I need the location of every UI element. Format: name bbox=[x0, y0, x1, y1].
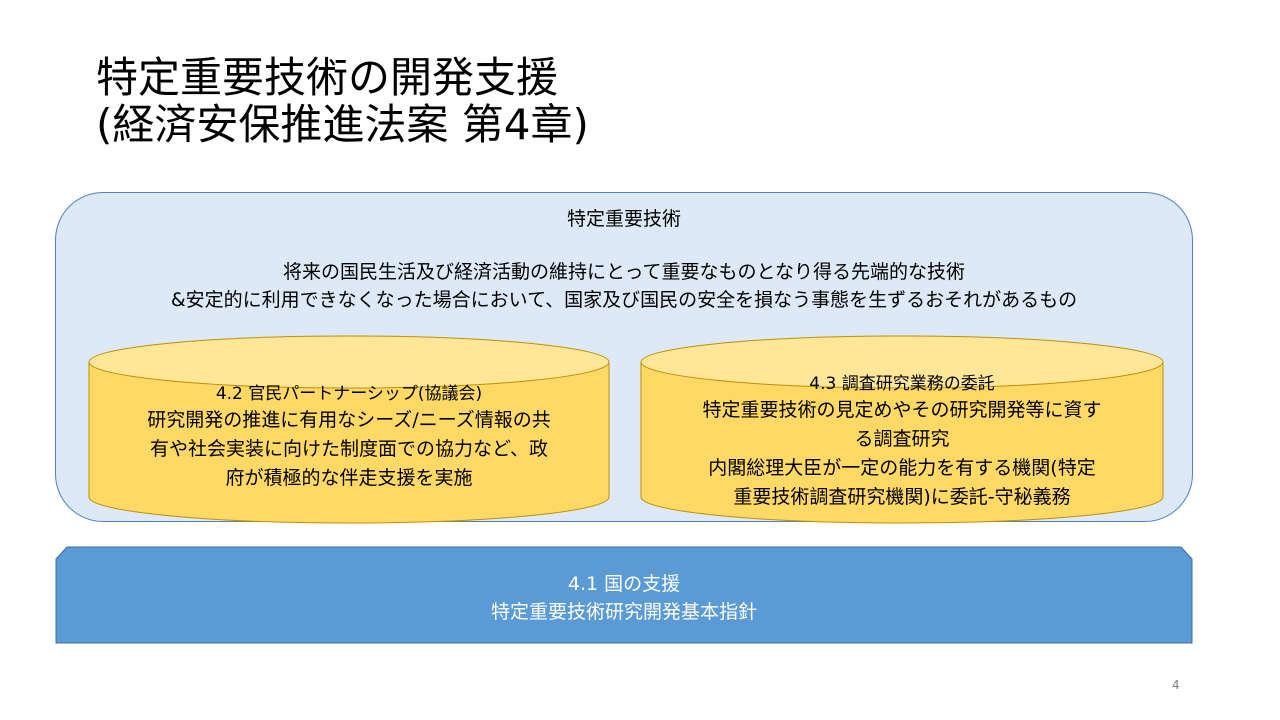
left-cylinder-heading: 4.2 官民パートナーシップ(協議会) bbox=[215, 384, 483, 404]
title-line-2: (経済安保推進法案 第4章) bbox=[96, 100, 589, 150]
right-cylinder-line-1: 特定重要技術の見定めやその研究開発等に資す bbox=[702, 399, 1102, 421]
left-cylinder-line-2: 有や社会実装に向けた制度面での協力など、政 bbox=[149, 438, 549, 460]
outer-box-label: 特定重要技術 bbox=[566, 208, 681, 230]
right-cylinder-line-3: 内閣総理大臣が一定の能力を有する機関(特定 bbox=[708, 457, 1096, 479]
right-cylinder-line-4: 重要技術調査研究機関)に委託-守秘義務 bbox=[733, 486, 1071, 508]
left-cylinder-shape bbox=[88, 335, 610, 524]
base-block-text: 4.1 国の支援 特定重要技術研究開発基本指針 bbox=[55, 570, 1193, 626]
right-cylinder-line-2: る調査研究 bbox=[854, 428, 950, 450]
base-block-subtitle: 特定重要技術研究開発基本指針 bbox=[490, 601, 757, 623]
right-cylinder-text: 4.3 調査研究業務の委託 特定重要技術の見定めやその研究開発等に資す る調査研… bbox=[640, 372, 1164, 512]
page-number: 4 bbox=[1172, 678, 1180, 692]
definition-line-1: 将来の国民生活及び経済活動の維持にとって重要なものとなり得る先端的な技術 bbox=[283, 261, 965, 283]
title-line-1: 特定重要技術の開発支援 bbox=[96, 53, 559, 102]
right-cylinder-heading: 4.3 調査研究業務の委託 bbox=[809, 374, 995, 394]
definition-text: 将来の国民生活及び経済活動の維持にとって重要なものとなり得る先端的な技術 &安定… bbox=[55, 258, 1193, 314]
slide-title: 特定重要技術の開発支援 (経済安保推進法案 第4章) bbox=[96, 54, 896, 149]
right-cylinder-shape bbox=[640, 335, 1164, 524]
left-cylinder-line-1: 研究開発の推進に有用なシーズ/ニーズ情報の共 bbox=[147, 409, 551, 431]
base-block-heading: 4.1 国の支援 bbox=[567, 573, 681, 595]
definition-line-2: &安定的に利用できなくなった場合において、国家及び国民の安全を損なう事態を生ずる… bbox=[170, 289, 1078, 311]
left-cylinder-text: 4.2 官民パートナーシップ(協議会) 研究開発の推進に有用なシーズ/ニーズ情報… bbox=[88, 382, 610, 493]
national-support-base-block bbox=[55, 546, 1193, 644]
left-cylinder-line-3: 府が積極的な伴走支援を実施 bbox=[225, 467, 473, 489]
